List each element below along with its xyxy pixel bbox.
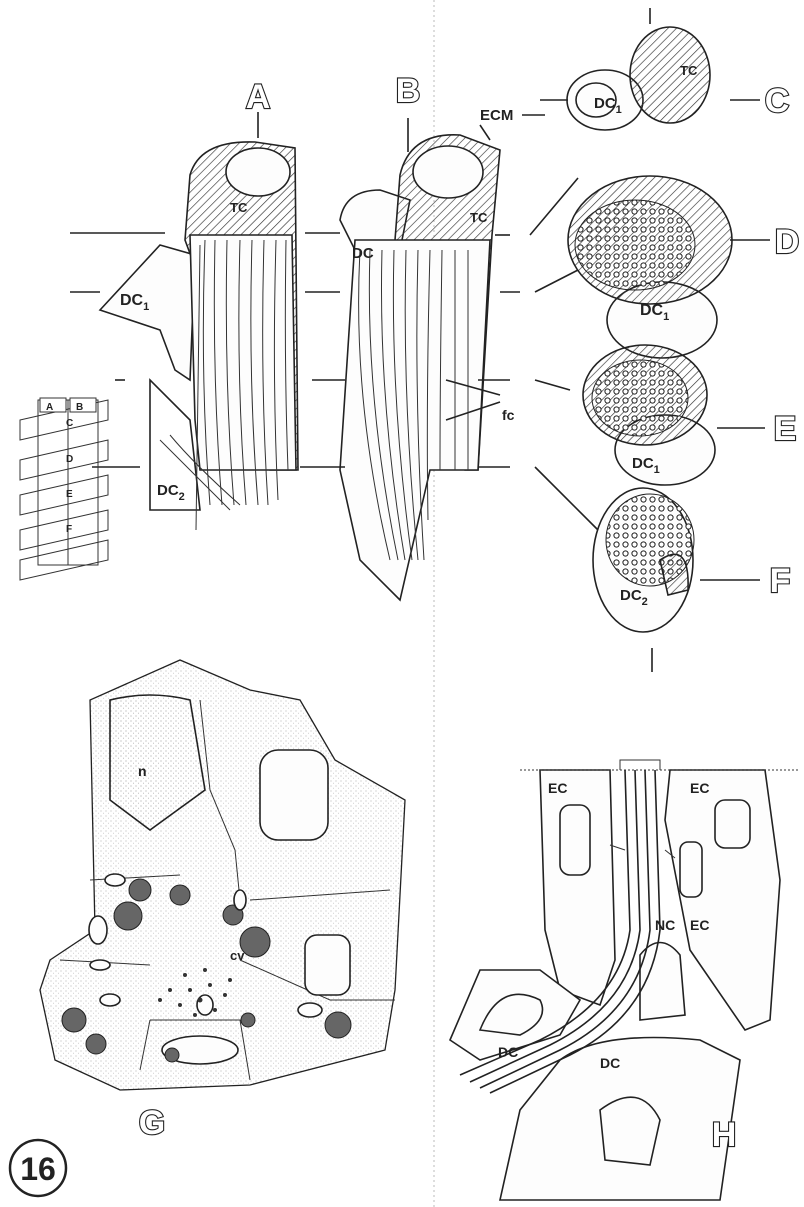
label-nc: NC [655, 917, 675, 933]
section-f-drawing [593, 488, 760, 672]
panel-label-a: A [246, 78, 271, 116]
orientation-inset [20, 398, 108, 580]
label-ec-left: EC [548, 780, 567, 796]
inset-label-e: E [66, 489, 73, 500]
inset-label-b: B [76, 402, 83, 413]
label-dc-h-left: DC [498, 1044, 518, 1060]
panel-label-d: D [775, 223, 800, 261]
label-cv: cv [230, 948, 245, 963]
inset-label-c: C [66, 418, 73, 429]
label-ec-lower: EC [690, 917, 709, 933]
label-dc-h-lower: DC [600, 1055, 620, 1071]
panel-label-e: E [774, 410, 797, 448]
label-ecm: ECM [480, 107, 513, 124]
label-n: n [138, 763, 147, 779]
label-tc-a: TC [230, 200, 248, 215]
panel-label-b: B [396, 72, 421, 110]
label-dc-b: DC [352, 245, 374, 262]
label-fc: fc [502, 407, 515, 423]
panel-label-h: H [712, 1116, 737, 1154]
inset-label-a: A [46, 402, 53, 413]
figure-number: 16 [20, 1151, 56, 1187]
panel-label-f: F [770, 562, 791, 600]
section-e-drawing [583, 345, 765, 485]
panel-label-c: C [765, 82, 790, 120]
label-ec-right: EC [690, 780, 709, 796]
panel-h-drawing [450, 760, 800, 1200]
inset-label-f: F [66, 524, 72, 535]
label-tc-b: TC [470, 210, 488, 225]
panel-g-drawing [40, 660, 405, 1090]
section-c-drawing [540, 8, 760, 130]
section-d-drawing [568, 176, 770, 358]
inset-labels: A B C D E F [46, 402, 83, 535]
label-dc-a2: DC2 [157, 482, 185, 503]
label-tc-c: TC [680, 63, 698, 78]
panel-b-drawing [340, 118, 500, 600]
panel-label-g: G [139, 1104, 165, 1142]
inset-label-d: D [66, 454, 73, 465]
